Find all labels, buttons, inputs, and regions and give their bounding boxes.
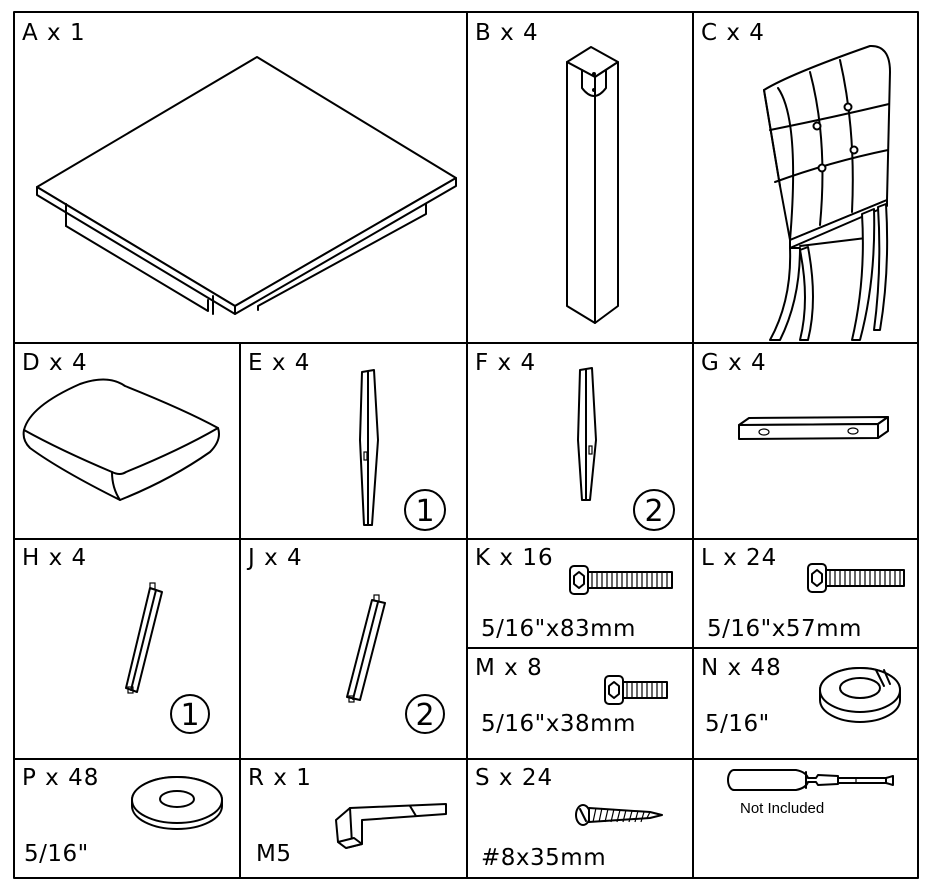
cell-p: P x 48 5/16" (22, 765, 223, 867)
part-e-label: E x 4 (248, 350, 310, 376)
part-h-label: H x 4 (22, 545, 87, 571)
stretcher-rail-drawing (738, 416, 889, 440)
wood-screw-icon (575, 804, 663, 826)
cell-k: K x 16 5/16"x83mm (475, 545, 673, 642)
side-rail-mirror-drawing (346, 594, 386, 703)
screwdriver-icon (727, 769, 894, 791)
bolt-57mm-icon (807, 563, 905, 593)
part-k-size: 5/16"x83mm (481, 616, 636, 642)
bolt-83mm-icon (569, 565, 673, 595)
part-l-size: 5/16"x57mm (707, 616, 862, 642)
bolt-38mm-icon (604, 675, 668, 705)
chair-drawing (763, 44, 891, 341)
part-n-label: N x 48 (701, 655, 782, 681)
marker-2b-circle (405, 694, 445, 734)
not-included-note: Not Included (740, 800, 824, 817)
cell-d: D x 4 (22, 350, 220, 501)
part-g-label: G x 4 (701, 350, 767, 376)
part-n-size: 5/16" (705, 711, 770, 737)
part-k-label: K x 16 (475, 545, 554, 571)
part-a-label: A x 1 (22, 20, 86, 46)
cell-j: J x 4 2 (246, 545, 445, 734)
part-j-label: J x 4 (246, 545, 303, 571)
part-s-size: #8x35mm (481, 845, 606, 871)
part-l-label: L x 24 (701, 545, 777, 571)
marker-1-label: 1 (415, 494, 434, 529)
part-d-label: D x 4 (22, 350, 88, 376)
cell-tool: Not Included (727, 769, 894, 817)
marker-1-circle (404, 489, 446, 531)
table-top-drawing (36, 56, 457, 315)
parts-grid (13, 11, 919, 879)
marker-1b-label: 1 (180, 698, 199, 733)
cell-b: B x 4 (475, 20, 619, 324)
part-m-label: M x 8 (475, 655, 543, 681)
cell-m: M x 8 5/16"x38mm (475, 655, 668, 737)
side-rail-drawing (125, 582, 163, 694)
cell-e: E x 4 1 (248, 350, 446, 531)
cell-f: F x 4 2 (475, 350, 675, 531)
part-r-size: M5 (256, 841, 291, 867)
part-f-label: F x 4 (475, 350, 536, 376)
cell-r: R x 1 M5 (248, 765, 447, 867)
chair-rear-leg-drawing (359, 369, 379, 526)
table-leg-drawing (566, 46, 619, 324)
part-r-label: R x 1 (248, 765, 312, 791)
cell-l: L x 24 5/16"x57mm (701, 545, 905, 642)
allen-key-icon (335, 803, 447, 849)
part-s-label: S x 24 (475, 765, 553, 791)
cell-h: H x 4 1 (22, 545, 210, 734)
flat-washer-icon (131, 776, 223, 830)
cell-g: G x 4 (701, 350, 889, 440)
marker-1b-circle (170, 694, 210, 734)
marker-2-label: 2 (644, 494, 663, 529)
part-c-label: C x 4 (701, 20, 765, 46)
seat-cushion-drawing (22, 378, 220, 501)
marker-2-circle (633, 489, 675, 531)
cell-s: S x 24 #8x35mm (475, 765, 663, 871)
part-b-label: B x 4 (475, 20, 539, 46)
part-m-size: 5/16"x38mm (481, 711, 636, 737)
marker-2b-label: 2 (415, 698, 434, 733)
part-p-label: P x 48 (22, 765, 99, 791)
lock-washer-icon (819, 667, 901, 723)
part-p-size: 5/16" (24, 841, 89, 867)
cell-n: N x 48 5/16" (701, 655, 901, 737)
cell-a: A x 1 (22, 20, 457, 315)
cell-c: C x 4 (701, 20, 891, 341)
chair-rear-leg-mirror-drawing (577, 367, 597, 501)
